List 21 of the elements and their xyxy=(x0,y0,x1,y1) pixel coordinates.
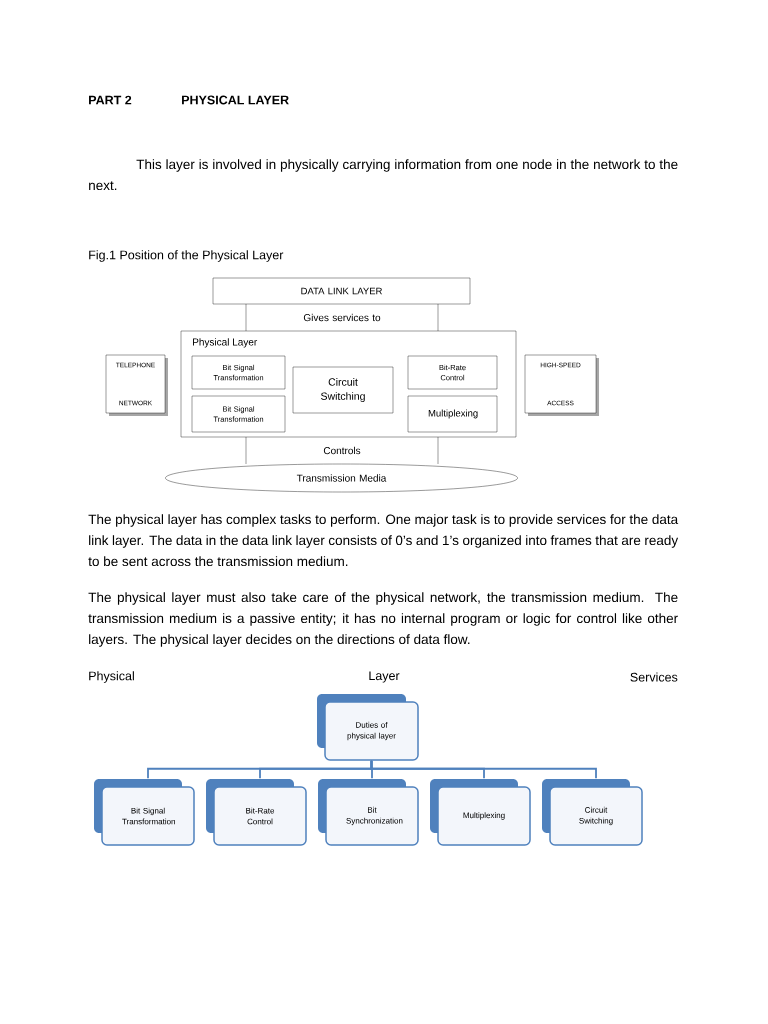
band-label: Controls xyxy=(245,436,439,465)
duty-box: Bit Signal Transformation xyxy=(94,779,195,846)
paragraph: The physical layer must also take care of the physical network, the transmission medium. The transmission medium is a passive entity; it has no internal program or logic for control like other layers. The physical layer decides on the directions of data flow. xyxy=(88,592,678,647)
heading: PHYSICAL LAYER xyxy=(182,95,289,105)
paragraph: This layer is involved in physically carrying information from one node in the network to the next. xyxy=(89,159,678,191)
duty-box: Bit-Rate Control xyxy=(206,779,307,846)
paragraph: The physical layer has complex tasks to perform. One major task is to provide services for the data link layer. The data in the data link layer consists of 0’s and 1’s organized into frames that are ready to be sent across the transmission medium. xyxy=(88,514,679,567)
process-box: Circuit Switching xyxy=(292,366,394,414)
duty-box: Multiplexing xyxy=(430,779,531,846)
process-box: DATA LINK LAYER xyxy=(212,277,471,305)
heading-word: Services xyxy=(630,672,678,682)
band-label: Gives services to xyxy=(245,303,439,332)
duty-box: Bit Synchronization xyxy=(318,779,419,846)
duty-box: Duties of physical layer xyxy=(317,694,419,761)
heading: PART 2 xyxy=(89,95,132,105)
process-box: Multiplexing xyxy=(407,395,498,433)
figure-caption: Fig.1 Position of the Physical Layer xyxy=(89,250,284,262)
heading-word: Physical xyxy=(89,671,134,683)
connector xyxy=(370,759,597,780)
duty-box: Circuit Switching xyxy=(542,779,643,846)
heading-word: Layer xyxy=(369,671,400,683)
